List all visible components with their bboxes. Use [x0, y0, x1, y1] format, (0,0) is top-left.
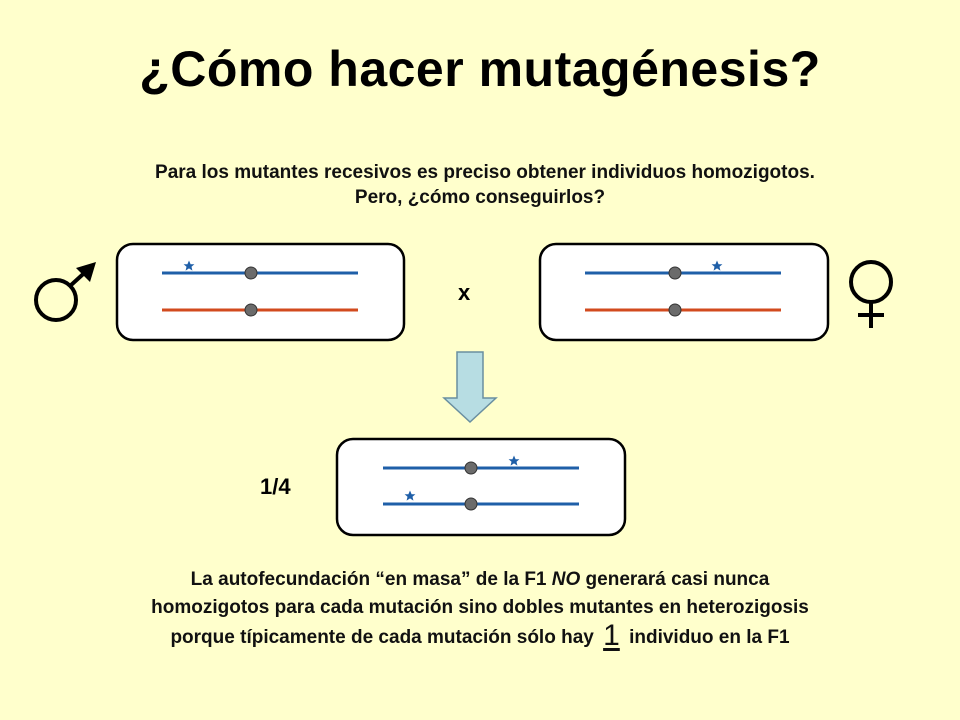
centromere: [668, 266, 682, 280]
page-title: ¿Cómo hacer mutagénesis?: [139, 41, 821, 97]
intro-line-1: Para los mutantes recesivos es preciso o…: [155, 162, 815, 183]
offspring-fraction: 1/4: [260, 474, 291, 499]
conclusion-line-1-b: generará casi nunca: [580, 569, 770, 590]
cross-symbol: x: [458, 280, 471, 305]
intro-text: Para los mutantes recesivos es preciso o…: [0, 160, 960, 210]
centromere: [244, 303, 258, 317]
centromere: [668, 303, 682, 317]
conclusion-line-1: La autofecundación “en masa” de la F1 NO…: [0, 566, 960, 594]
centromere: [244, 266, 258, 280]
female-symbol-icon: [849, 260, 893, 328]
male-parent-cell: [115, 242, 406, 342]
conclusion-line-2: homozigotos para cada mutación sino dobl…: [151, 597, 809, 618]
conclusion-line-3-a: porque típicamente de cada mutación sólo…: [170, 627, 600, 648]
centromere: [464, 461, 478, 475]
female-parent-cell: [538, 242, 830, 342]
male-symbol-icon: [34, 262, 96, 322]
down-arrow-icon: [442, 351, 498, 424]
intro-line-2: Pero, ¿cómo conseguirlos?: [354, 187, 606, 208]
conclusion-number: 1: [603, 619, 620, 652]
conclusion-text: La autofecundación “en masa” de la F1 NO…: [0, 566, 960, 652]
offspring-cell: [335, 437, 627, 537]
centromere: [464, 497, 478, 511]
conclusion-line-3-b: individuo en la F1: [623, 627, 790, 648]
conclusion-line-3: porque típicamente de cada mutación sólo…: [0, 619, 960, 652]
conclusion-line-1-a: La autofecundación “en masa” de la F1: [190, 569, 552, 590]
conclusion-emphasis: NO: [551, 569, 581, 590]
